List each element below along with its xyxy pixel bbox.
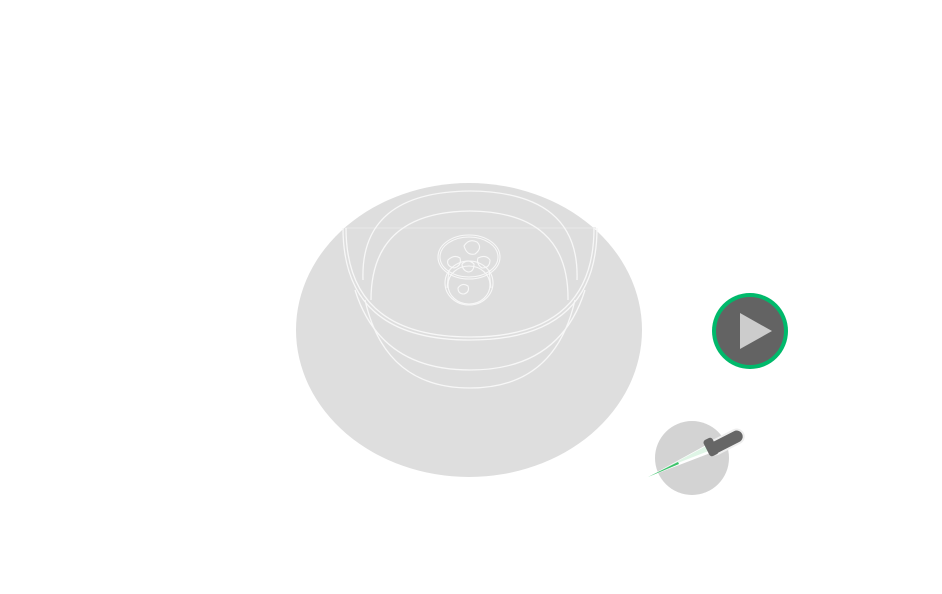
table-surface: [296, 183, 642, 477]
dropper-tool-button[interactable]: [648, 421, 747, 495]
petri-bowl[interactable]: [342, 190, 598, 389]
play-icon: [740, 313, 772, 349]
play-button[interactable]: [712, 293, 788, 369]
dropper-icon: [648, 428, 745, 477]
small-container[interactable]: [437, 234, 501, 306]
